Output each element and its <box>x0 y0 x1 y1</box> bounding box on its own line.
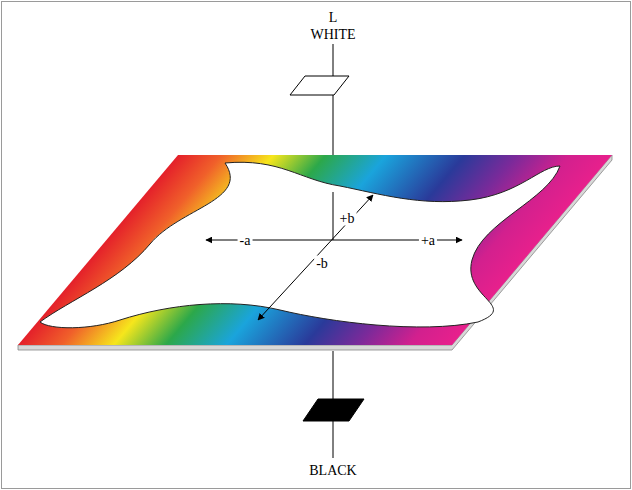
l-axis <box>333 351 334 400</box>
axis-label: L <box>327 10 340 25</box>
l-axis <box>333 44 334 78</box>
axis-label: +a <box>419 233 437 248</box>
white-square <box>290 76 349 95</box>
axis-label: -a <box>238 233 253 248</box>
plane-edge <box>18 155 612 350</box>
l-axis <box>333 95 334 156</box>
axis-label: WHITE <box>308 27 357 42</box>
gamut-region <box>40 162 560 328</box>
axis-label: BLACK <box>307 463 358 478</box>
l-axis <box>333 421 334 458</box>
color-plane <box>18 155 612 345</box>
b-axis <box>258 195 373 320</box>
axis-label: -b <box>314 256 330 271</box>
axis-label: +b <box>338 211 357 226</box>
l-axis <box>333 192 334 240</box>
black-square <box>303 399 364 421</box>
